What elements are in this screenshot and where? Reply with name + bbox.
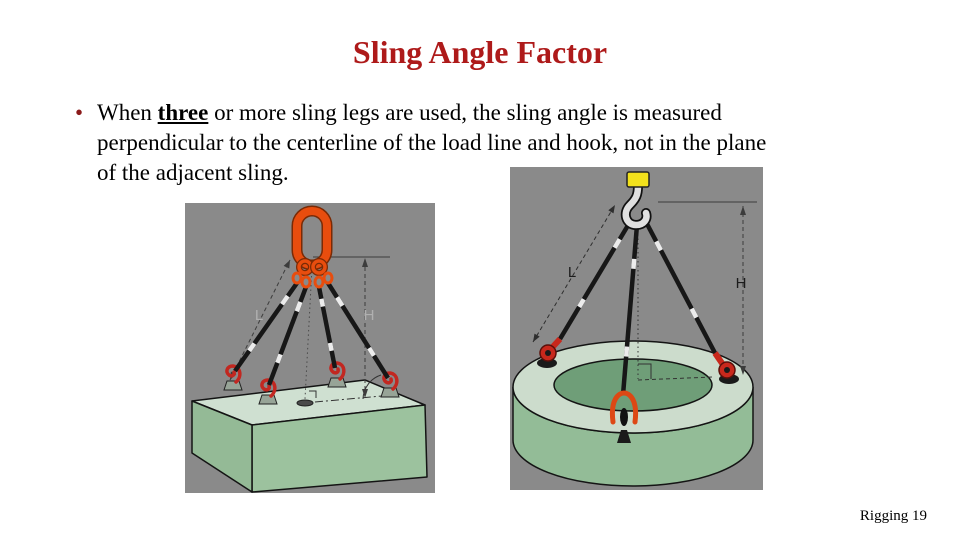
dimension-l-label: L [568,264,576,281]
center-shackle [609,390,639,443]
bullet-line1-post: or more sling legs are used, the sling a… [208,100,722,125]
dimension-h [658,201,757,375]
crane-hook [620,171,652,231]
sling-shackles [537,336,739,443]
dimension-h-label: H [364,307,375,324]
bullet-line-3: of the adjacent sling. [97,160,289,185]
slide-title: Sling Angle Factor [352,34,608,70]
arrowhead-up [740,206,746,215]
right-angle-mark [638,363,652,379]
load-ring [512,340,754,487]
bullet-text: When three or more sling legs are used, … [97,98,885,188]
bullet-line-1: When three or more sling legs are used, … [97,98,885,128]
sling-legs [558,220,717,396]
lift-point-hole [296,399,314,407]
left-figure: L H [185,203,435,493]
sling-angle-arc [362,374,382,400]
bullet-line1-emphasis: three [157,100,209,125]
arrowhead-down [740,366,746,375]
dimension-l-label: L [255,307,263,324]
bullet-line-2: perpendicular to the centerline of the l… [97,130,767,155]
centerline-group [637,225,714,381]
arrowhead-upper [283,260,290,269]
bullet-item: • When three or more sling legs are used… [75,98,885,188]
master-link [291,205,334,289]
horizontal-reference-line [314,394,394,403]
hook-eye [626,171,650,188]
arrowhead-lower [533,333,540,342]
arrowhead-upper [608,205,615,214]
right-angle-mark [309,390,317,398]
horizontal-reference-line [637,376,714,381]
slide-footer: Rigging 19 [859,508,927,524]
shackle-pin [724,367,730,373]
dimension-h-label: H [736,275,747,292]
bullet-marker: • [75,100,84,125]
right-figure: L H [510,167,763,490]
sling-legs [233,281,390,386]
dimension-l [532,204,616,343]
arrowhead-up [362,258,368,267]
shackle-pin [545,350,551,356]
arrowhead-down [362,389,368,398]
bullet-line1-pre: When [97,100,158,125]
centerline-group [296,266,394,407]
